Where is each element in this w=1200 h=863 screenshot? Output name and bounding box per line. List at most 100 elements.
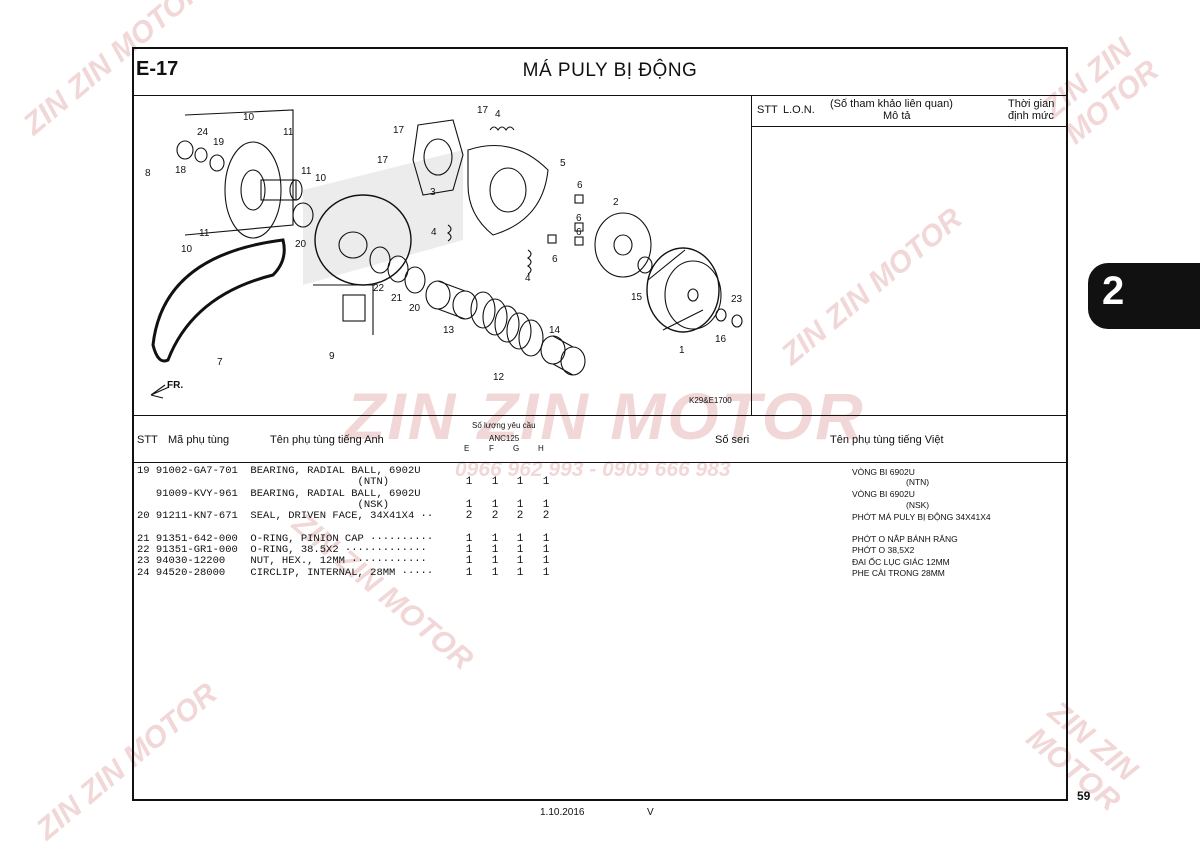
col-stt: STT [137,434,158,446]
table-row-vn: (NSK) [906,500,930,510]
svg-text:6: 6 [552,254,558,265]
table-row: 22 91351-GR1-000 O-RING, 38.5X2 ········… [137,544,427,556]
table-head-divider [133,462,1067,463]
qty-e: 1 [465,544,473,556]
svg-text:2: 2 [613,197,619,208]
qty-e: 1 [465,555,473,567]
ref-col-stt: STT [757,104,778,116]
svg-text:10: 10 [181,244,193,255]
page-frame [132,47,1068,801]
qty-e: 1 [465,476,473,488]
qty-f: 1 [491,555,499,567]
ref-col-desc: Mô tả [883,110,911,122]
table-row: (NTN) [137,476,390,488]
table-row-vn: VÒNG BI 6902U [852,467,915,477]
table-row-vn: VÒNG BI 6902U [852,489,915,499]
title-divider [133,95,1067,96]
qty-e: 1 [465,533,473,545]
table-row-vn: PHỚT MÁ PULY BỊ ĐỘNG 34X41X4 [852,512,991,522]
col-qty-required: Số lượng yêu cầu [472,421,536,430]
qty-f: 1 [491,476,499,488]
table-row-vn: ĐAI ỐC LỤC GIÁC 12MM [852,557,950,567]
svg-text:6: 6 [576,213,582,224]
qty-f: 1 [491,533,499,545]
qty-g: 1 [516,499,524,511]
col-variant-f: F [489,444,494,453]
qty-h: 2 [542,510,550,522]
table-row: 23 94030-12200 NUT, HEX., 12MM ·········… [137,555,427,567]
svg-text:20: 20 [409,303,421,314]
svg-text:10: 10 [243,112,255,123]
table-row: 20 91211-KN7-671 SEAL, DRIVEN FACE, 34X4… [137,510,434,522]
svg-text:15: 15 [631,292,643,303]
svg-text:19: 19 [213,137,225,148]
svg-text:11: 11 [283,127,294,138]
table-row: 19 91002-GA7-701 BEARING, RADIAL BALL, 6… [137,465,421,477]
footer-date: 1.10.2016 [540,807,585,818]
diagram-bottom-divider [133,415,1067,416]
qty-e: 2 [465,510,473,522]
qty-g: 1 [516,555,524,567]
svg-text:3: 3 [430,187,436,198]
svg-text:8: 8 [145,168,151,179]
svg-text:12: 12 [493,372,505,383]
ref-col-ref: (Số tham khảo liên quan) [830,98,953,110]
section-code: E-17 [136,58,179,80]
col-part-no: Mã phụ tùng [168,434,230,446]
svg-text:13: 13 [443,325,455,336]
chapter-number: 2 [1102,269,1125,313]
ref-head-divider [751,126,1067,127]
qty-g: 1 [516,544,524,556]
qty-h: 1 [542,476,550,488]
qty-f: 1 [491,499,499,511]
svg-text:14: 14 [549,325,561,336]
svg-text:4: 4 [495,109,501,120]
qty-h: 1 [542,555,550,567]
table-row-vn: PHỚT O NẮP BÁNH RĂNG [852,534,958,544]
exploded-parts-diagram: 17 17 17 10 11 24 19 8 18 11 10 11 10 20… [145,105,743,405]
svg-text:17: 17 [393,125,405,136]
qty-h: 1 [542,533,550,545]
table-row: (NSK) [137,499,390,511]
qty-h: 1 [542,567,550,579]
col-name-en: Tên phụ tùng tiếng Anh [270,434,384,446]
svg-text:10: 10 [315,173,327,184]
svg-text:18: 18 [175,165,187,176]
svg-text:11: 11 [301,166,312,177]
qty-h: 1 [542,544,550,556]
table-row-vn: (NTN) [906,477,930,487]
qty-f: 1 [491,567,499,579]
qty-h: 1 [542,499,550,511]
footer-version: V [647,807,654,818]
svg-text:11: 11 [199,228,210,239]
table-row-vn: PHỚT O 38,5X2 [852,545,915,555]
svg-text:FR.: FR. [167,380,183,391]
qty-g: 2 [516,510,524,522]
svg-text:1: 1 [679,345,685,356]
table-row: 21 91351-642-000 O-RING, PINION CAP ····… [137,533,434,545]
svg-text:5: 5 [560,158,566,169]
qty-e: 1 [465,567,473,579]
svg-text:24: 24 [197,127,209,138]
qty-g: 1 [516,533,524,545]
svg-text:6: 6 [577,180,583,191]
col-name-vn: Tên phụ tùng tiếng Việt [830,434,944,446]
svg-text:4: 4 [431,227,437,238]
svg-text:7: 7 [217,357,223,368]
svg-text:21: 21 [391,293,403,304]
page-number: 59 [1077,789,1091,803]
svg-text:23: 23 [731,294,743,305]
qty-f: 1 [491,544,499,556]
chapter-tab: 2 [1088,263,1200,329]
qty-g: 1 [516,567,524,579]
ref-col-time-1: Thời gian [1008,98,1055,110]
col-variant-e: E [464,444,470,453]
svg-text:9: 9 [329,351,335,362]
qty-f: 2 [491,510,499,522]
svg-text:22: 22 [373,283,385,294]
page-title: MÁ PULY BỊ ĐỘNG [522,60,698,81]
col-model: ANC125 [489,434,520,443]
svg-text:20: 20 [295,239,307,250]
col-variant-g: G [513,444,520,453]
table-row: 91009-KVY-961 BEARING, RADIAL BALL, 6902… [137,488,421,500]
